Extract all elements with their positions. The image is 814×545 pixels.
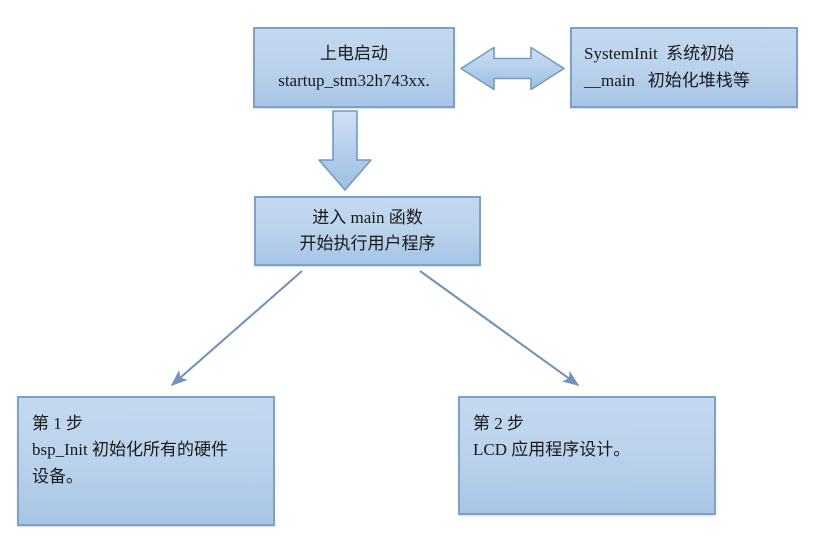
node-system-init-line1: SystemInit 系统初始 [584, 44, 735, 64]
node-step1-line3: 设备。 [32, 466, 83, 486]
node-power-on-line2: startup_stm32h743xx. [278, 70, 430, 90]
node-power-on-line1: 上电启动 [320, 44, 388, 64]
node-step2[interactable]: 第 2 步 LCD 应用程序设计。 [458, 396, 716, 515]
node-step2-line1: 第 2 步 [473, 414, 524, 433]
node-step1-line1: 第 1 步 [32, 414, 83, 433]
node-main-entry[interactable]: 进入 main 函数 开始执行用户程序 [254, 196, 481, 266]
arrow-main-to-step1 [170, 270, 303, 387]
node-system-init-line2: __main 初始化堆栈等 [584, 70, 750, 90]
down-arrow-power-to-main [318, 110, 372, 191]
node-power-on[interactable]: 上电启动 startup_stm32h743xx. [253, 27, 455, 108]
node-step1[interactable]: 第 1 步 bsp_Init 初始化所有的硬件 设备。 [17, 396, 275, 526]
node-system-init[interactable]: SystemInit 系统初始 __main 初始化堆栈等 [570, 27, 798, 108]
double-arrow-power-to-systeminit [460, 46, 565, 91]
node-step1-line2: bsp_Init 初始化所有的硬件 [32, 440, 228, 460]
node-main-entry-line2: 开始执行用户程序 [299, 234, 436, 253]
node-step2-line2: LCD 应用程序设计。 [473, 440, 631, 460]
arrow-main-to-step2 [419, 270, 580, 386]
node-main-entry-line1: 进入 main 函数 [312, 207, 423, 227]
